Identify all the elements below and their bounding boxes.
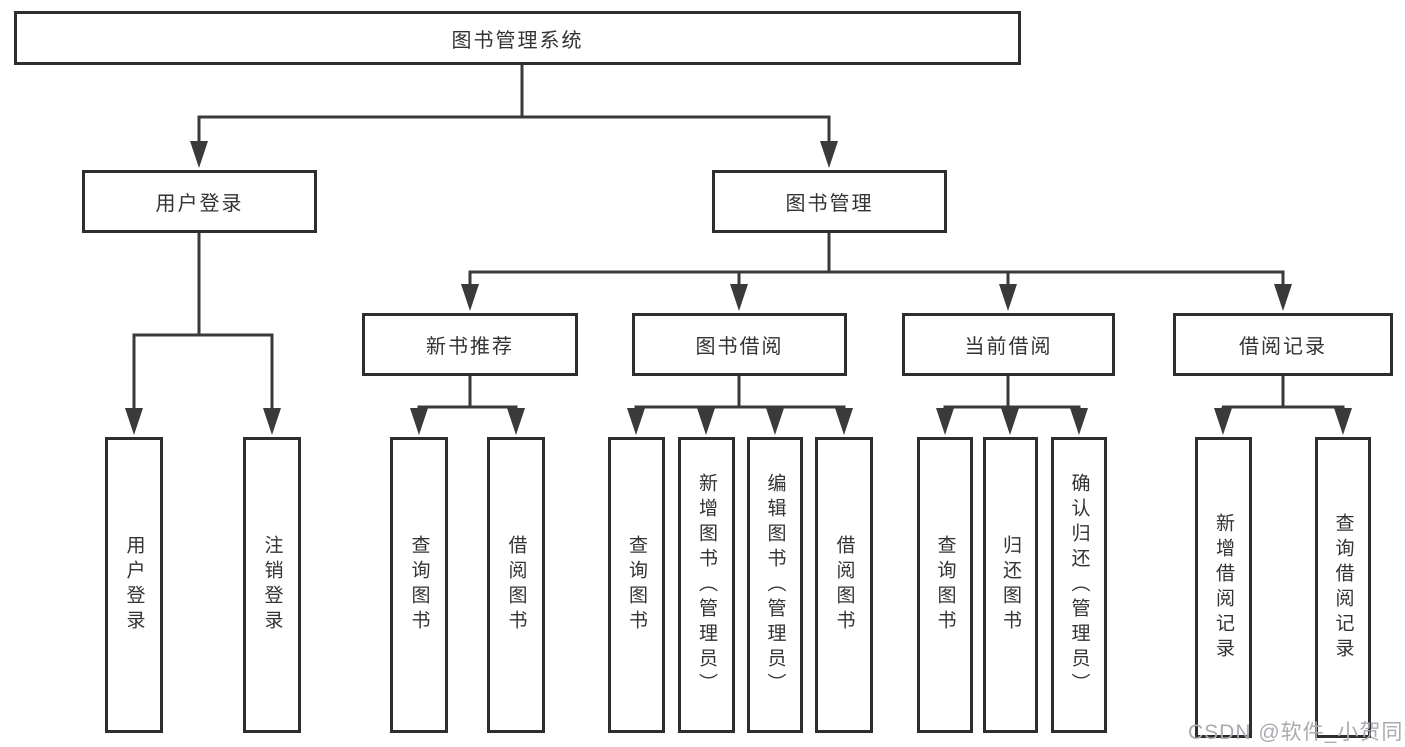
node-borrow-records: 借阅记录: [1173, 313, 1393, 376]
leaf-add-books-admin: 新增图书（管理员）: [678, 437, 735, 733]
node-current-borrow: 当前借阅: [902, 313, 1115, 376]
arrowheads: [125, 141, 1352, 435]
leaf-logout: 注销登录: [243, 437, 301, 733]
leaf-query-borrow-record-label: 查询借阅记录: [1332, 512, 1354, 663]
leaf-confirm-return-admin: 确认归还（管理员）: [1051, 437, 1107, 733]
node-new-book-recommend: 新书推荐: [362, 313, 578, 376]
leaf-user-login-label: 用户登录: [123, 535, 145, 635]
leaf-edit-books-admin: 编辑图书（管理员）: [747, 437, 803, 733]
node-borrow-records-label: 借阅记录: [1239, 336, 1327, 358]
leaf-borrow-books-recommend-label: 借阅图书: [505, 535, 527, 635]
leaf-return-books: 归还图书: [983, 437, 1038, 733]
leaf-borrow-books: 借阅图书: [815, 437, 873, 733]
leaf-add-books-admin-label: 新增图书（管理员）: [696, 472, 717, 698]
leaf-user-login: 用户登录: [105, 437, 163, 733]
leaf-query-borrow-record: 查询借阅记录: [1315, 437, 1371, 738]
leaf-query-books-recommend: 查询图书: [390, 437, 448, 733]
watermark-text: CSDN @软件_小贺同学: [1188, 721, 1405, 744]
leaf-query-books-recommend-label: 查询图书: [408, 535, 430, 635]
node-new-book-recommend-label: 新书推荐: [426, 336, 514, 358]
node-user-login: 用户登录: [82, 170, 317, 233]
node-book-management: 图书管理: [712, 170, 947, 233]
node-root-label: 图书管理系统: [451, 29, 584, 52]
node-book-management-label: 图书管理: [785, 193, 874, 215]
leaf-query-books-borrow: 查询图书: [608, 437, 665, 733]
leaf-confirm-return-admin-label: 确认归还（管理员）: [1068, 472, 1090, 698]
node-user-login-label: 用户登录: [155, 193, 244, 215]
node-root: 图书管理系统: [14, 11, 1021, 65]
leaf-edit-books-admin-label: 编辑图书（管理员）: [764, 472, 786, 698]
leaf-query-books-current-label: 查询图书: [934, 535, 956, 635]
node-book-borrow-label: 图书借阅: [695, 336, 784, 358]
node-current-borrow-label: 当前借阅: [964, 336, 1053, 358]
leaf-add-borrow-record: 新增借阅记录: [1195, 437, 1252, 738]
node-book-borrow: 图书借阅: [632, 313, 847, 376]
leaf-borrow-books-label: 借阅图书: [833, 535, 855, 635]
leaf-borrow-books-recommend: 借阅图书: [487, 437, 545, 733]
leaf-logout-label: 注销登录: [261, 535, 283, 635]
leaf-query-books-current: 查询图书: [917, 437, 973, 733]
leaf-add-borrow-record-label: 新增借阅记录: [1213, 512, 1234, 663]
leaf-query-books-borrow-label: 查询图书: [626, 535, 647, 635]
leaf-return-books-label: 归还图书: [1000, 535, 1021, 635]
